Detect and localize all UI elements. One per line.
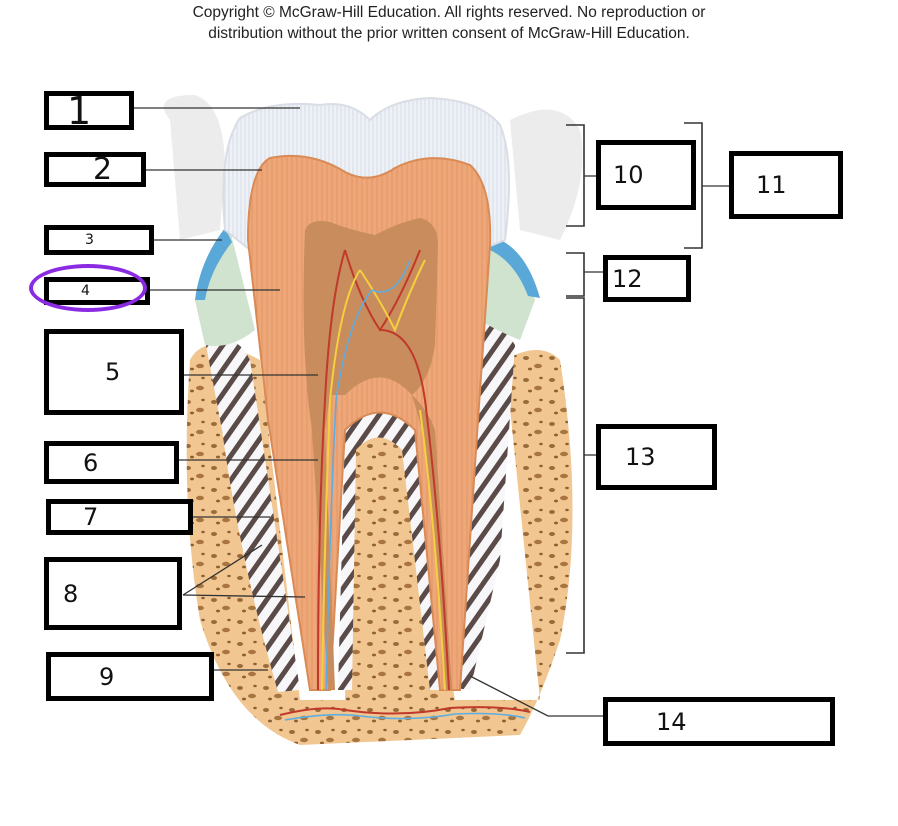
highlight-circle-4: [29, 264, 147, 312]
label-box-5[interactable]: 5: [44, 329, 184, 415]
pulp-canal-right: [412, 395, 452, 690]
leader-line-8b: [182, 594, 306, 598]
label-box-8[interactable]: 8: [44, 557, 182, 630]
label-box-6[interactable]: 6: [44, 441, 179, 484]
label-9-text: 9: [99, 662, 115, 691]
bracket-13: [566, 297, 585, 654]
nerve: [321, 259, 446, 691]
vein: [325, 259, 411, 691]
label-box-14[interactable]: 14: [603, 697, 835, 746]
label-7-text: 7: [83, 503, 99, 531]
leader-lines: [133, 107, 732, 717]
label-box-3[interactable]: 3: [44, 225, 154, 255]
label-box-2[interactable]: 2: [44, 152, 146, 187]
bracket-12: [566, 252, 585, 297]
label-6-text: 6: [83, 448, 99, 477]
copyright-line-2: distribution without the prior written c…: [208, 25, 690, 42]
gingiva-right: [480, 240, 535, 340]
gingiva-left: [195, 230, 255, 346]
label-1-text: 1: [67, 88, 92, 133]
label-box-1[interactable]: 1: [44, 91, 134, 130]
label-13-text: 13: [625, 443, 656, 471]
apical-nerve: [284, 712, 526, 721]
copyright-notice: Copyright © McGraw-Hill Education. All r…: [0, 2, 898, 44]
label-3-text: 3: [85, 232, 94, 248]
pulp-cavity: [303, 218, 438, 690]
label-box-7[interactable]: 7: [46, 499, 193, 535]
periodontal-ligament-left: [205, 337, 300, 692]
bracket-10: [566, 124, 585, 227]
label-box-11[interactable]: 11: [729, 151, 843, 219]
neighbor-tooth-right: [510, 109, 583, 240]
label-12-text: 12: [612, 264, 643, 293]
label-8-text: 8: [63, 579, 79, 608]
apical-vessels: [279, 706, 531, 716]
bracket-11: [684, 122, 703, 249]
gingiva-right-edge: [490, 236, 540, 298]
leader-line-14: [469, 675, 606, 717]
label-11-text: 11: [756, 171, 787, 199]
label-box-10[interactable]: 10: [596, 140, 696, 210]
label-14-text: 14: [656, 707, 687, 736]
neighbor-tooth-left: [163, 95, 225, 240]
leader-line-8a: [182, 544, 263, 596]
periodontal-ligament-right: [455, 320, 515, 690]
label-10-text: 10: [613, 161, 644, 189]
label-box-12[interactable]: 12: [603, 255, 691, 302]
brackets: [566, 122, 703, 654]
label-2-text: 2: [93, 152, 113, 187]
label-box-9[interactable]: 9: [46, 652, 214, 701]
label-box-13[interactable]: 13: [596, 424, 717, 490]
gingiva-left-edge: [195, 228, 232, 300]
label-5-text: 5: [105, 358, 121, 386]
copyright-line-1: Copyright © McGraw-Hill Education. All r…: [192, 4, 706, 21]
